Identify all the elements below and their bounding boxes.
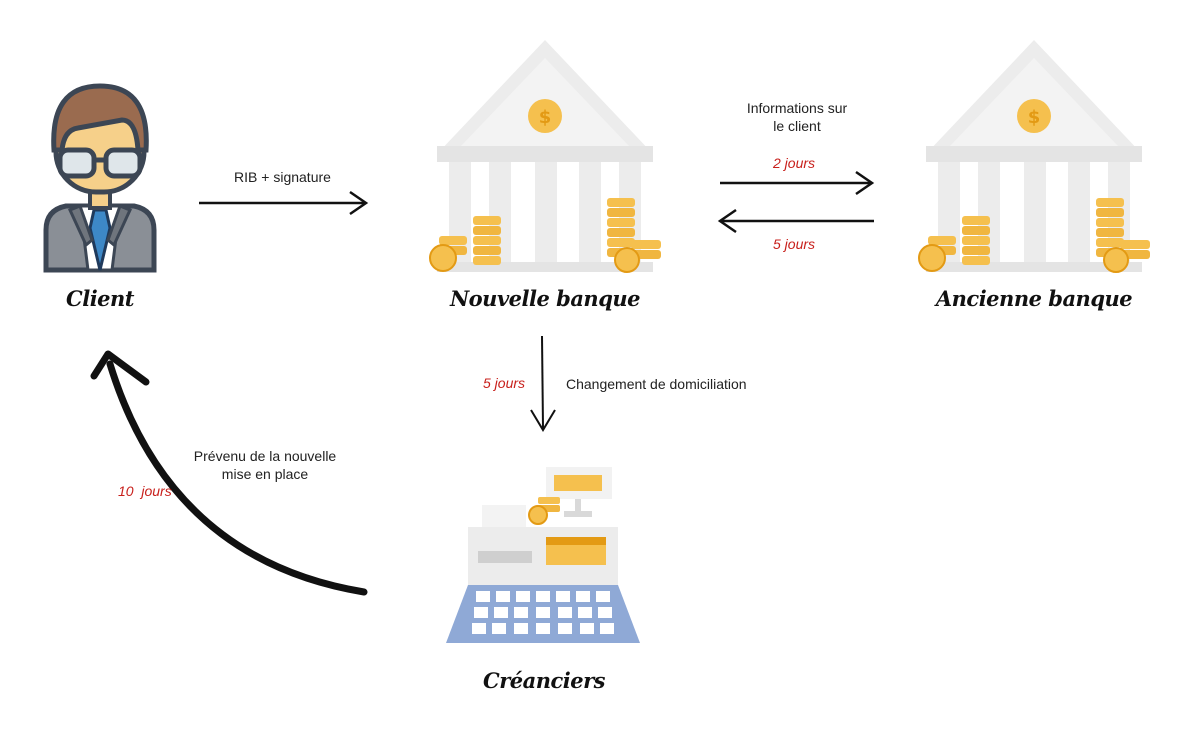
- edge-label-prevenu-line2: mise en place: [221, 466, 309, 482]
- dollar-symbol: $: [539, 107, 552, 128]
- edge-label-prevenu-line1: Prévenu de la nouvelle: [193, 448, 337, 464]
- node-title-new-bank: Nouvelle banque: [449, 286, 641, 311]
- old-bank-icon: $: [918, 40, 1150, 273]
- edge-label-domiciliation: Changement de domiciliation: [566, 376, 747, 392]
- node-title-creditors: Créanciers: [482, 668, 606, 693]
- client-avatar-icon: [43, 83, 157, 273]
- duration-forward: 2 jours: [773, 155, 816, 171]
- edge-label-rib: RIB + signature: [234, 169, 331, 185]
- dollar-symbol: $: [1028, 107, 1041, 128]
- edge-label-informations-line2: le client: [773, 118, 821, 134]
- duration-domiciliation: 5 jours: [483, 375, 526, 391]
- node-title-old-bank: Ancienne banque: [935, 286, 1133, 311]
- new-bank-icon: $: [429, 40, 661, 273]
- duration-prevenu: 10 jours: [118, 483, 172, 499]
- cash-register-icon: $$: [446, 467, 640, 643]
- duration-back: 5 jours: [773, 236, 816, 252]
- node-title-client: Client: [66, 286, 135, 311]
- edge-label-informations-line1: Informations sur: [746, 100, 848, 116]
